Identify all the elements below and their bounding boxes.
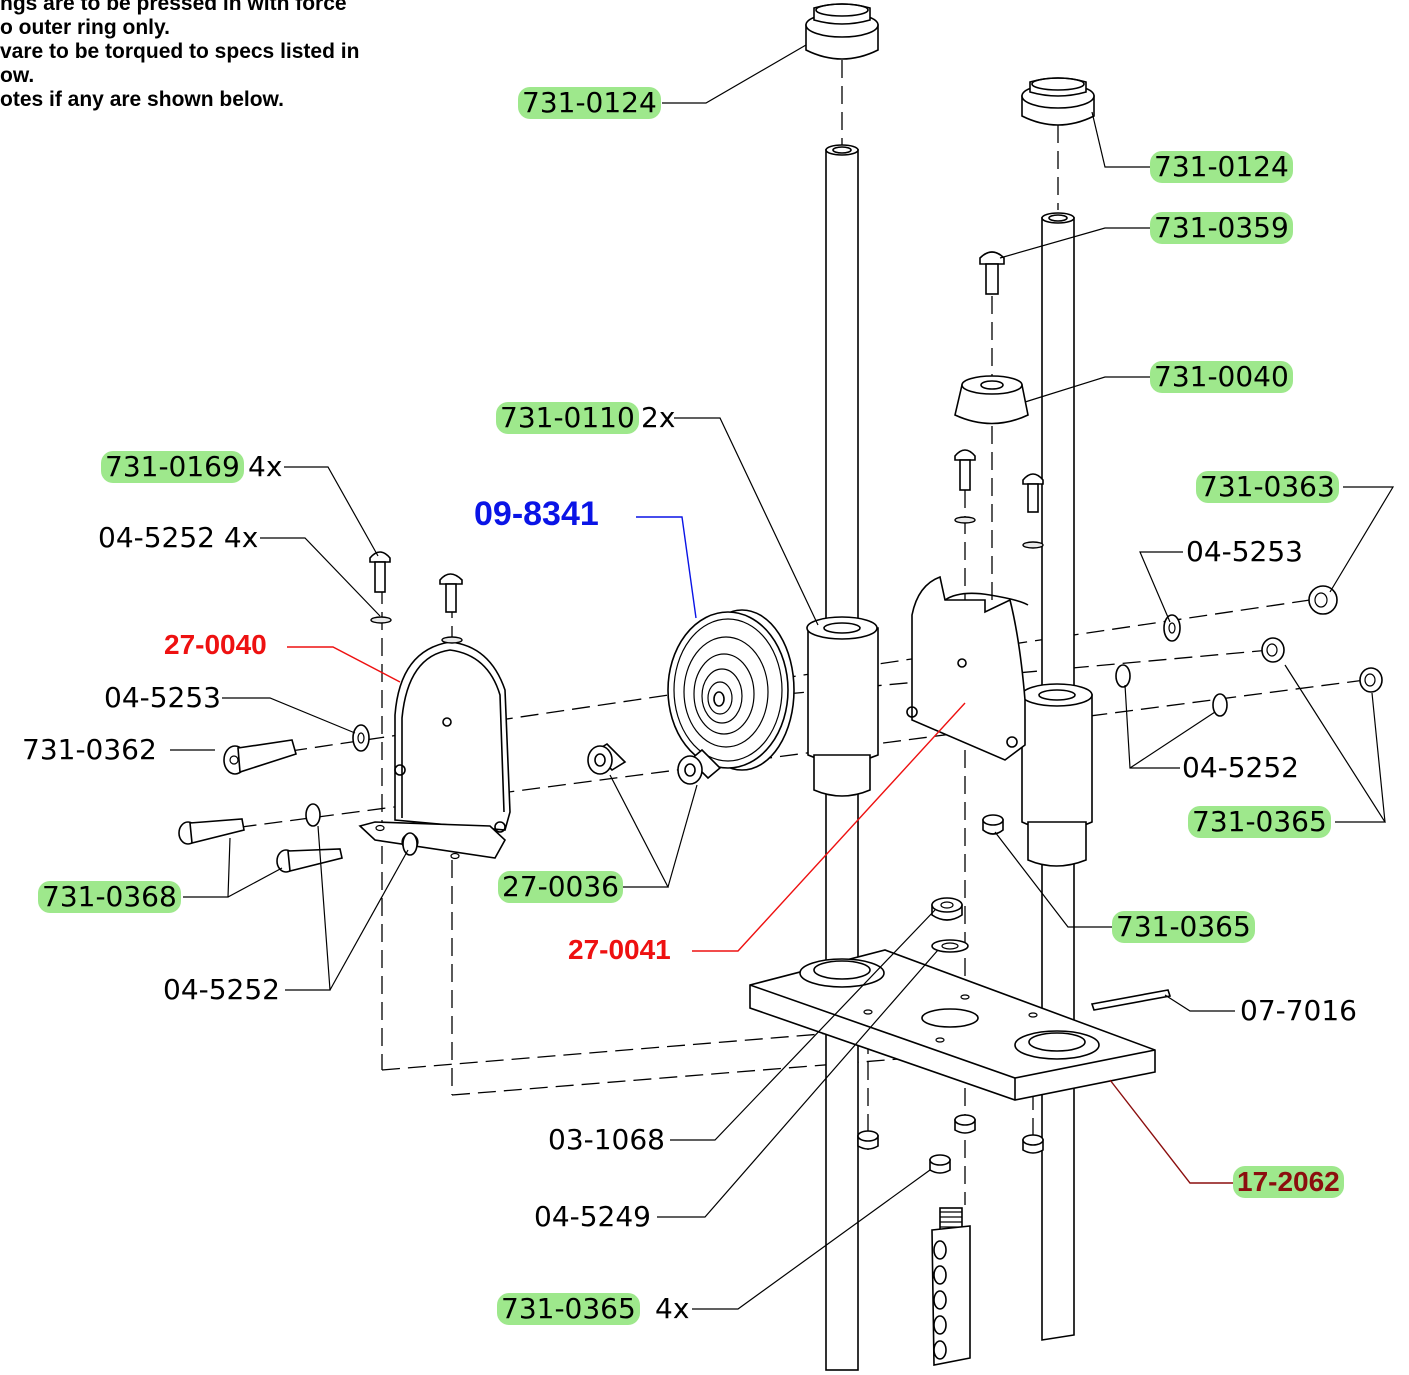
bolt-731-0368-a: [178, 818, 245, 845]
washer-04-5252-left-a: [305, 803, 321, 827]
label-04-5252-right: 04-5252: [1182, 751, 1299, 784]
washer-04-5252-right-a: [1115, 664, 1131, 688]
nut-731-0365-b: [1359, 667, 1383, 693]
label-07-7016: 07-7016: [1240, 994, 1357, 1027]
leader-lines: [170, 44, 1395, 1310]
bolt-731-0362: [223, 739, 297, 775]
leader-line-17-2062: [1109, 1079, 1235, 1184]
label-27-0041: 27-0041: [568, 934, 671, 965]
label-731-0363: 731-0363: [1196, 471, 1339, 503]
label-731-0110: 731-0110: [496, 402, 639, 434]
bearing-block-right: [1021, 683, 1093, 867]
label-731-0362: 731-0362: [22, 733, 157, 766]
note-line-5: otes if any are shown below.: [0, 88, 284, 111]
note-line-2: o outer ring only.: [0, 16, 170, 39]
pin-07-7016: [1090, 989, 1172, 1011]
leader-line-27-0040: [287, 646, 401, 683]
label-09-8341: 09-8341: [474, 495, 599, 533]
label-731-0169: 731-0169: [101, 451, 244, 483]
assembly-notes: ngs are to be pressed in with force o ou…: [0, 0, 470, 112]
label-04-5253-left: 04-5253: [104, 681, 221, 714]
spacer-27-0036-a: [587, 742, 627, 775]
nut-731-0365-c: [982, 814, 1004, 835]
note-line-1: ngs are to be pressed in with force: [0, 0, 347, 15]
bracket-27-0040: [358, 641, 511, 860]
washer-04-5252-right-b: [1212, 693, 1228, 717]
screw-731-0359: [979, 251, 1005, 295]
washer-04-5253-left: [352, 724, 370, 752]
label-731-0365-right: 731-0365: [1188, 806, 1331, 838]
bottom-nuts: [857, 1114, 1044, 1174]
nut-731-0363: [1308, 585, 1338, 615]
screw-731-0169-a: [369, 551, 392, 624]
washer-04-5252-left-b: [402, 832, 418, 856]
washer-04-5249: [931, 939, 969, 953]
screw-731-0169-d: [1022, 473, 1044, 549]
label-731-0365-bottom: 731-0365: [497, 1293, 640, 1325]
bolt-731-0368-b: [276, 848, 343, 873]
label-731-0124-top-right: 731-0124: [1150, 151, 1293, 183]
label-04-5252-top: 04-5252 4x: [98, 521, 259, 554]
label-731-0124-top-left: 731-0124: [518, 87, 661, 119]
label-03-1068: 03-1068: [548, 1123, 665, 1156]
cap-731-0124-left: [805, 3, 879, 60]
label-04-5253-right: 04-5253: [1186, 535, 1303, 568]
label-731-0110-quantity: 2x: [641, 401, 676, 434]
label-04-5252-left: 04-5252: [163, 973, 280, 1006]
label-27-0036: 27-0036: [498, 871, 623, 903]
bearing-block-left: [806, 616, 879, 797]
base-plate-17-2062: [749, 949, 1156, 1101]
leader-line-09-8341: [636, 516, 697, 619]
label-731-0169-quantity: 4x: [248, 450, 283, 483]
label-731-0365-bottom-quantity: 4x: [655, 1292, 690, 1325]
nut-731-0365-a: [1261, 637, 1285, 663]
label-731-0040: 731-0040: [1150, 361, 1293, 393]
bracket-27-0041: [906, 575, 1029, 761]
spacer-27-0036-b: [677, 748, 722, 785]
label-731-0368: 731-0368: [38, 881, 181, 913]
screw-731-0169-b: [439, 573, 463, 644]
bumper-731-0040: [954, 375, 1029, 425]
note-line-3: vare to be torqued to specs listed in: [0, 40, 360, 63]
label-27-0040: 27-0040: [164, 629, 267, 660]
threaded-handle: [931, 1207, 971, 1366]
cap-731-0124-right: [1021, 77, 1095, 126]
washer-04-5253-right: [1163, 614, 1181, 642]
nut-03-1068: [931, 897, 963, 921]
label-04-5249: 04-5249: [534, 1200, 651, 1233]
label-17-2062: 17-2062: [1233, 1166, 1344, 1198]
label-731-0359: 731-0359: [1150, 212, 1293, 244]
leader-line-27-0041: [692, 702, 966, 952]
label-731-0365-mid: 731-0365: [1112, 911, 1255, 943]
pulley-09-8341: [667, 609, 795, 771]
note-line-4: ow.: [0, 64, 35, 87]
screw-731-0169-c: [954, 449, 976, 524]
